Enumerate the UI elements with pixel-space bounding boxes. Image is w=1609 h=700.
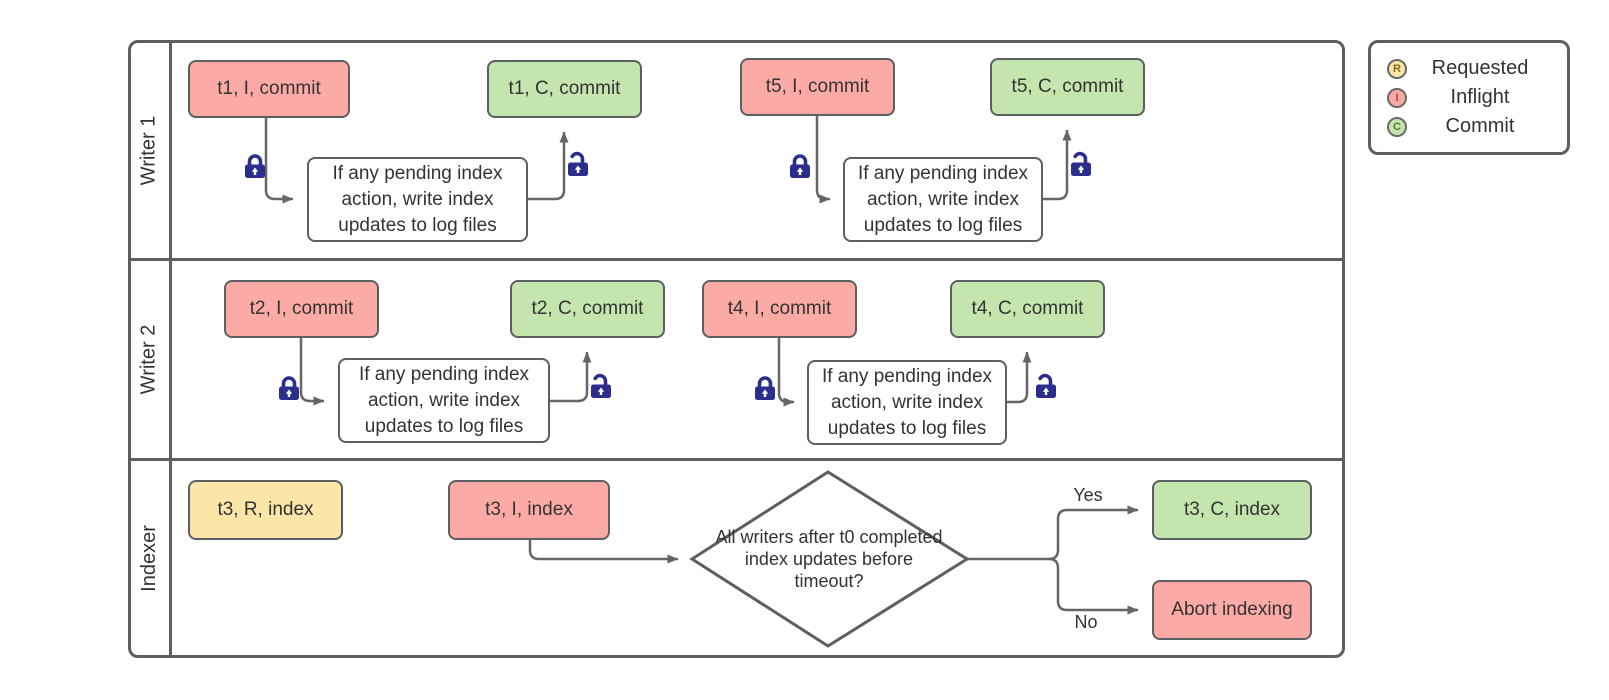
connector-yes-branch [1048,505,1139,561]
connector-t2-to-process [299,338,325,406]
lane-boundary-2 [128,458,1345,461]
requested-dot-icon: R [1387,58,1407,79]
legend-label: Inflight [1450,86,1510,108]
lane-label-text: Writer 2 [137,324,160,394]
node-t3-inflight: t3, I, index [448,480,610,540]
lane-boundary-1 [128,258,1345,261]
lock-open-icon [1071,151,1091,176]
node-t2-inflight: t2, I, commit [224,280,379,338]
lock-closed-icon [279,376,299,400]
legend-label: Commit [1445,115,1515,137]
decision-label: All writers after t0 completed index upd… [715,527,943,591]
node-t4-commit: t4, C, commit [950,280,1105,338]
process-box-t1: If any pending index action, write index… [307,157,528,242]
lock-closed-icon [790,154,810,178]
node-t4-inflight: t4, I, commit [702,280,857,338]
process-box-t5: If any pending index action, write index… [843,157,1043,242]
process-box-t4: If any pending index action, write index… [807,360,1007,445]
legend-row-requested: R Requested [1387,56,1553,82]
yes-branch-label: Yes [1073,485,1103,505]
connector-process-to-t1c [528,131,569,201]
lane-label-writer2: Writer 2 [128,260,170,458]
commit-dot-icon: C [1387,116,1407,137]
node-t5-inflight: t5, I, commit [740,58,895,116]
legend-label: Requested [1431,57,1529,79]
connector-process-to-t5c [1043,129,1072,201]
node-t1-commit: t1, C, commit [487,60,642,118]
connector-t4-to-process [777,338,795,407]
node-t1-inflight: t1, I, commit [188,60,350,118]
legend-row-commit: C Commit [1387,114,1553,140]
node-t5-commit: t5, C, commit [990,58,1145,116]
connector-t1-to-process [264,118,294,204]
decision-diamond [689,470,970,648]
connector-process-to-t2c [550,351,592,403]
lane-label-writer1: Writer 1 [128,40,170,260]
lock-closed-icon [245,154,265,178]
lock-open-icon [1036,373,1056,398]
inflight-dot-icon: I [1387,87,1407,108]
lock-open-icon [568,151,588,176]
lock-open-icon [591,373,611,398]
lane-label-text: Indexer [137,524,160,592]
lane-label-indexer: Indexer [128,460,170,656]
lock-closed-icon [755,376,775,400]
node-t3-commit: t3, C, index [1152,480,1312,540]
no-branch-label: No [1074,612,1098,632]
connector-process-to-t4c [1007,351,1032,404]
node-t2-commit: t2, C, commit [510,280,665,338]
connector-no-branch [1048,557,1139,615]
connector-t5-to-process [815,116,831,204]
legend: R Requested I Inflight C Commit [1368,40,1570,155]
node-abort-indexing: Abort indexing [1152,580,1312,640]
connector-t3i-to-decision [528,540,679,564]
lane-label-divider [169,40,172,658]
legend-row-inflight: I Inflight [1387,85,1553,111]
process-box-t2: If any pending index action, write index… [338,358,550,443]
lane-label-text: Writer 1 [137,115,160,185]
node-t3-requested: t3, R, index [188,480,343,540]
